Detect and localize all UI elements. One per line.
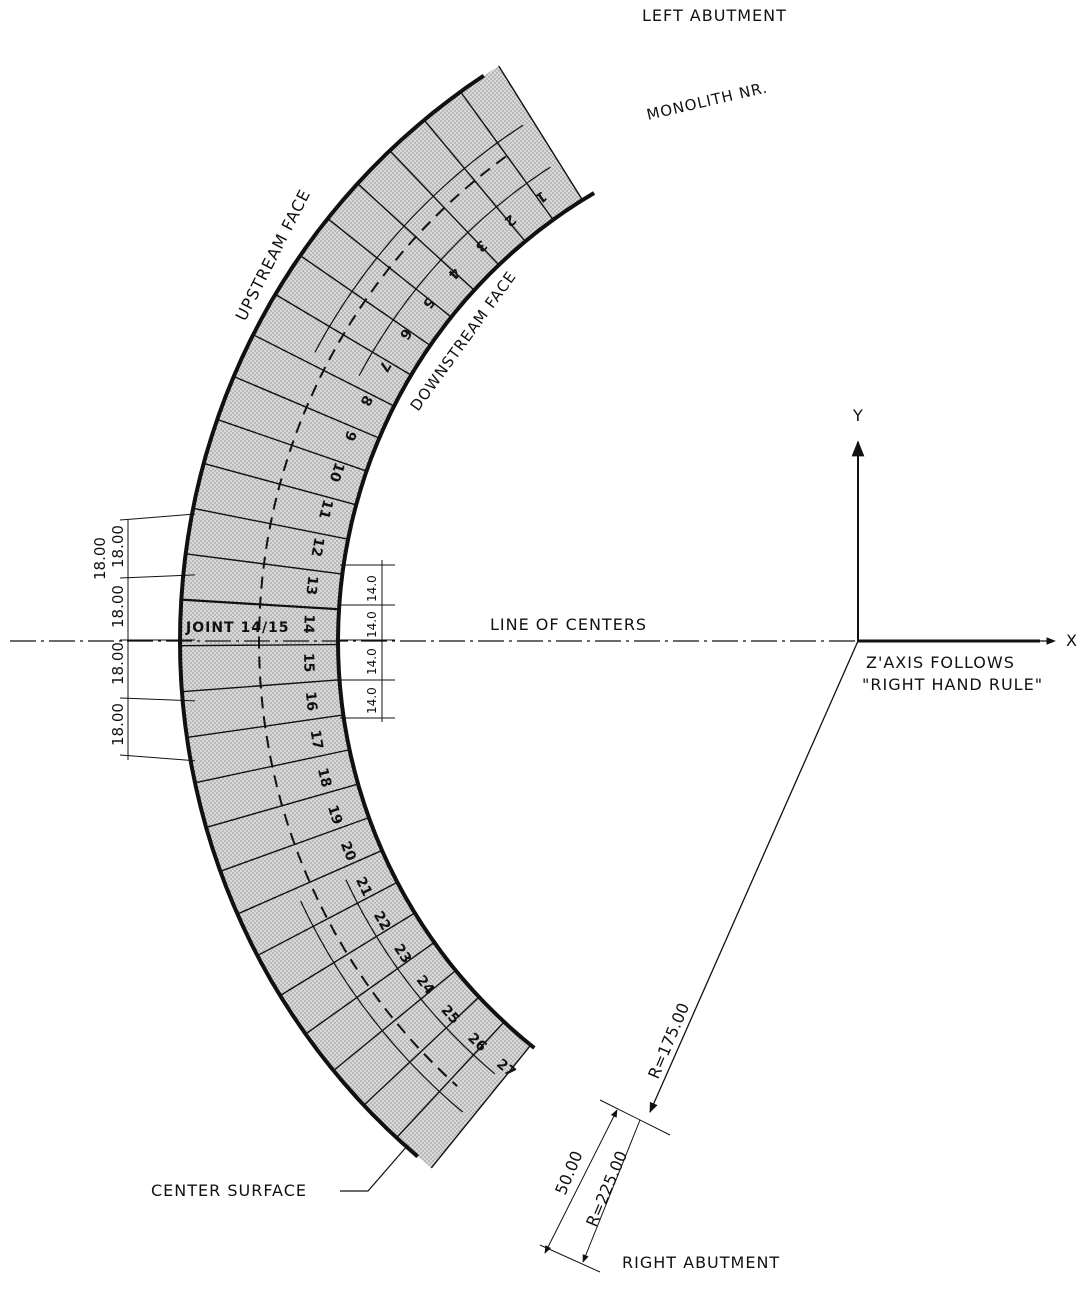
monolith-joint-line — [203, 462, 357, 506]
monolith-joint-line — [237, 849, 383, 915]
monolith-number: 10 — [326, 460, 347, 484]
monolith-joint-line — [396, 1021, 505, 1139]
monolith-joint-line — [299, 255, 431, 346]
downstream-spacing-label: 14.0 — [365, 611, 379, 638]
monolith-joint-line — [357, 183, 475, 291]
upstream-dimension-tick — [119, 574, 196, 579]
monolith-joint-line — [430, 1044, 532, 1169]
monolith-number: 17 — [307, 729, 326, 751]
monolith-number: 16 — [302, 691, 320, 712]
monolith-number: 12 — [307, 536, 326, 558]
monolith-joint-line — [423, 119, 526, 242]
lift-line — [300, 900, 464, 1113]
monolith-joint-line — [181, 679, 340, 693]
downstream-face-line — [335, 191, 596, 1050]
monolith-joint-line — [180, 643, 339, 647]
lift-line — [314, 124, 524, 353]
monolith-joint-line — [333, 969, 457, 1072]
monolith-joint-line — [186, 714, 344, 739]
upstream-dimension-tick — [119, 697, 196, 702]
monolith-number: 11 — [315, 498, 335, 521]
monolith-joints — [180, 65, 584, 1169]
monolith-joint-line — [389, 150, 500, 266]
monolith-joint-line — [181, 598, 340, 611]
monolith-number: 19 — [324, 803, 345, 826]
z-axis-note-line1: Z'AXIS FOLLOWS — [866, 653, 1015, 672]
thickness-dimension-line — [544, 1109, 618, 1254]
downstream-spacing-label: 14.0 — [365, 575, 379, 602]
monolith-nr-label: MONOLITH NR. — [645, 79, 770, 124]
dimension-lines: 18.0018.0018.0018.0018.0014.014.014.014.… — [91, 513, 859, 1273]
monolith-joint-line — [363, 996, 480, 1106]
abutment-dim-extension — [539, 1244, 601, 1273]
joint-label: JOINT 14/15 — [185, 620, 290, 636]
monolith-joint-line — [194, 749, 350, 784]
upstream-spacing-label: 18.00 — [109, 585, 127, 628]
upstream-dimension-tick — [119, 754, 196, 762]
monolith-joint-line — [327, 218, 452, 318]
monolith-joint-line — [252, 334, 395, 407]
monolith-joint-line — [274, 293, 412, 376]
monolith-number: 20 — [337, 839, 359, 863]
z-axis-note-line2: "RIGHT HAND RULE" — [862, 675, 1043, 694]
monolith-number: 18 — [314, 766, 334, 789]
upstream-spacing-label: 18.00 — [109, 525, 127, 568]
monolith-joint-line — [257, 881, 398, 957]
x-axis-label: X — [1066, 631, 1078, 650]
axes — [10, 440, 1056, 645]
monolith-number: 14 — [300, 614, 317, 634]
upstream-spacing-label: 18.00 — [109, 642, 127, 685]
downstream-spacing-label: 14.0 — [365, 648, 379, 675]
right-abutment-label: RIGHT ABUTMENT — [622, 1253, 780, 1272]
monolith-joint-line — [220, 816, 370, 872]
monolith-number: 13 — [302, 575, 320, 596]
monolith-joint-line — [279, 912, 416, 997]
monolith-number: 15 — [300, 653, 317, 673]
line-of-centers-label: LINE OF CENTERS — [490, 615, 647, 634]
lift-line — [358, 166, 551, 376]
monolith-joint-line — [459, 91, 554, 221]
upstream-dimension-tick — [119, 513, 196, 521]
radius-line — [649, 640, 859, 1113]
left-abutment-label: LEFT ABUTMENT — [642, 6, 787, 25]
downstream-spacing-label: 14.0 — [365, 687, 379, 714]
abutment-dim-extension — [599, 1099, 671, 1136]
y-axis-label: Y — [852, 406, 864, 425]
monolith-joint-line — [192, 507, 349, 540]
upstream-spacing-label: 18.00 — [91, 537, 109, 580]
upstream-spacing-label: 18.00 — [109, 703, 127, 746]
monolith-joint-line — [305, 941, 435, 1035]
monolith-number: 21 — [352, 874, 375, 899]
center-surface-label: CENTER SURFACE — [151, 1181, 307, 1200]
monolith-joint-line — [233, 375, 380, 439]
center-surface-leader — [340, 1144, 409, 1192]
monolith-joint-line — [205, 783, 359, 829]
r-outer-dimension: R=225.00 — [582, 1148, 631, 1230]
center-surface-line — [257, 155, 507, 1087]
monolith-joint-line — [216, 418, 367, 472]
outer-radius-dimension-line — [582, 1119, 641, 1263]
monolith-joint-line — [498, 65, 584, 201]
lift-line — [345, 879, 496, 1075]
dam-body-fill — [180, 66, 583, 1168]
monolith-joint-line — [185, 553, 343, 575]
thickness-dimension: 50.00 — [551, 1148, 586, 1198]
